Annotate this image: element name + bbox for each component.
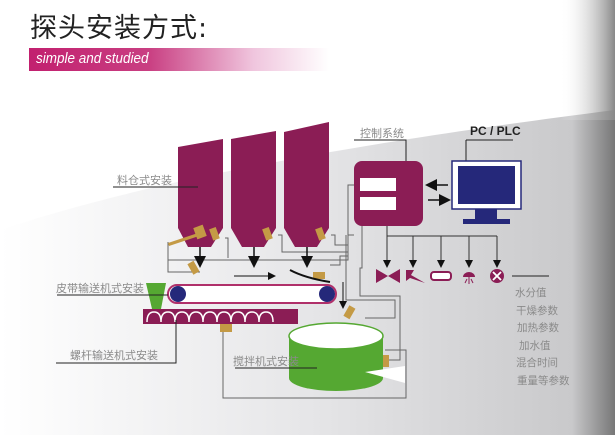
- wiring: [167, 184, 407, 399]
- pc-plc-monitor-icon: [451, 160, 522, 224]
- label-screw: 螺杆输送机式安装: [70, 349, 158, 362]
- belt-conveyor: [167, 284, 337, 304]
- valve-icon: [376, 269, 400, 283]
- param-item: 加热参数: [517, 322, 559, 334]
- page-title: 探头安装方式:: [30, 13, 209, 44]
- silo-1: [178, 139, 223, 247]
- diverter-flap: [289, 269, 331, 283]
- screw-conveyor: [143, 309, 298, 324]
- flow-arrows: [194, 247, 347, 309]
- param-item: 干燥参数: [516, 305, 558, 317]
- param-item: 混合时间: [516, 357, 558, 369]
- label-silo: 料仓式安装: [117, 174, 172, 187]
- silo-3: [284, 122, 329, 247]
- mixer: [288, 322, 405, 391]
- background-edge: [560, 0, 615, 120]
- subtitle-banner: [29, 48, 329, 71]
- label-mixer: 搅拌机式安装: [233, 355, 299, 368]
- label-pc-plc: PC / PLC: [470, 124, 521, 138]
- silos: [178, 122, 329, 247]
- silo-2: [231, 131, 276, 247]
- feed-hopper: [146, 283, 166, 309]
- control-system-box: [354, 161, 423, 226]
- param-item: 水分值: [515, 287, 547, 299]
- lamp-icon: [463, 272, 475, 284]
- comm-arrows: [425, 179, 451, 206]
- param-item: 加水值: [519, 340, 551, 352]
- alarm-icon: [490, 269, 504, 283]
- label-control-system: 控制系统: [360, 127, 404, 140]
- output-lines: [383, 226, 501, 268]
- subtitle: simple and studied: [36, 50, 149, 67]
- param-item: 重量等参数: [517, 375, 570, 387]
- lightning-icon: [406, 270, 425, 283]
- heater-icon: [430, 271, 452, 281]
- label-belt: 皮带输送机式安装: [56, 282, 144, 295]
